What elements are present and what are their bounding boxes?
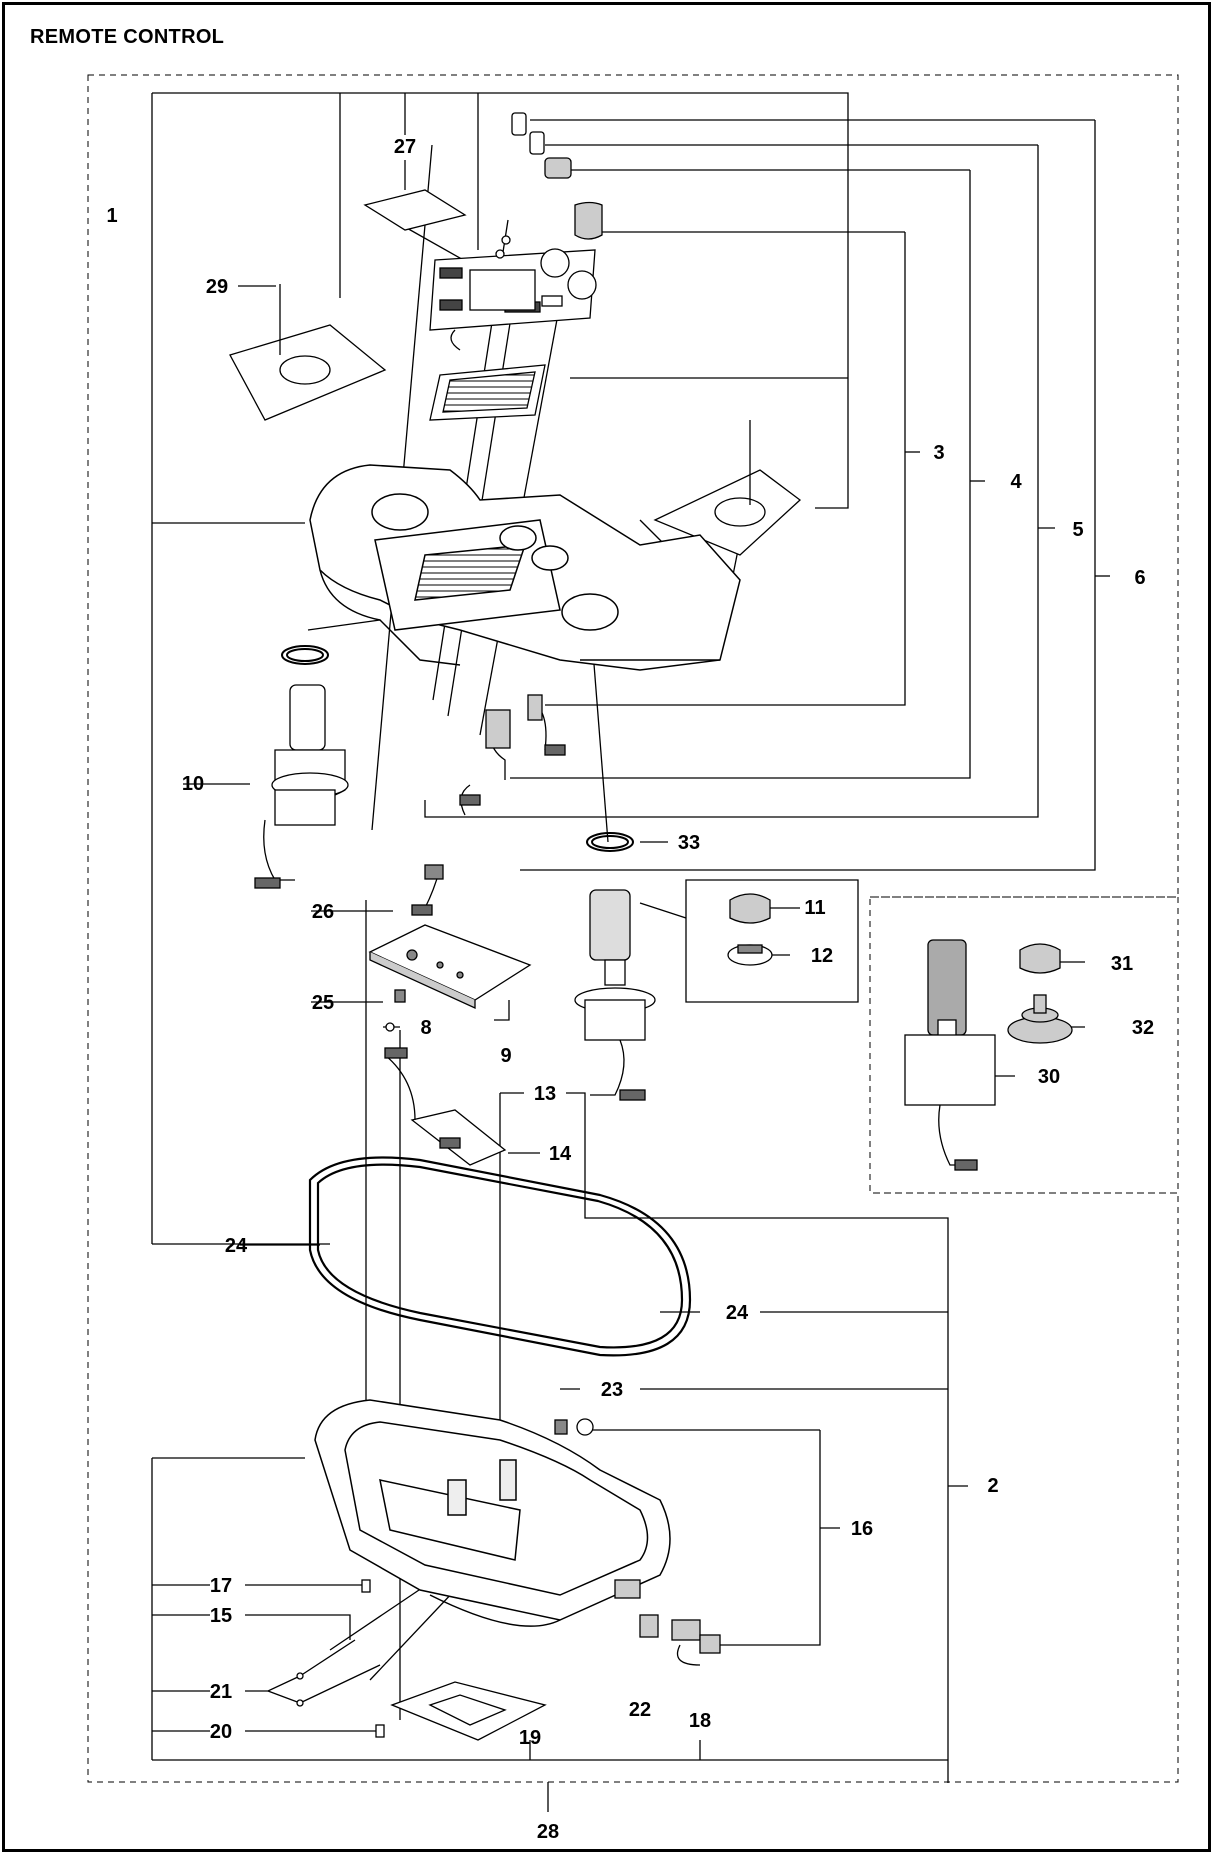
callout-8: 8 (420, 1017, 431, 1039)
callout-29: 29 (206, 276, 228, 298)
knob-11 (729, 893, 771, 924)
callout-22: 22 (629, 1699, 651, 1721)
callout-4: 4 (1010, 471, 1022, 493)
callout-24-upper: 24 (225, 1235, 248, 1257)
callout-5: 5 (1072, 519, 1083, 541)
callout-30: 30 (1038, 1066, 1060, 1088)
joystick-10 (254, 684, 349, 889)
callout-12: 12 (811, 945, 833, 967)
wiring-harnesses (411, 694, 566, 916)
callout-25: 25 (312, 992, 334, 1014)
leader-lines (151, 92, 1110, 1812)
callout-10: 10 (182, 773, 204, 795)
connectors-16 (614, 1579, 721, 1666)
callout-9: 9 (500, 1045, 511, 1067)
diagram-title: REMOTE CONTROL (30, 26, 225, 48)
callout-14: 14 (549, 1143, 572, 1165)
knob-caps (495, 112, 603, 259)
callout-3: 3 (933, 442, 944, 464)
callout-11: 11 (804, 897, 825, 919)
callout-labels: 1 2 3 4 5 6 8 9 10 11 12 13 14 15 16 17 … (106, 136, 1154, 1843)
callout-32: 32 (1132, 1017, 1154, 1039)
joystick-right (574, 889, 656, 1101)
callout-26: 26 (312, 901, 334, 923)
lower-housing (314, 1399, 671, 1627)
dashed-boundaries (87, 74, 1179, 1783)
callout-13: 13 (534, 1083, 556, 1105)
kit-boundary-30 (870, 896, 1179, 1194)
pcb-14 (384, 1047, 507, 1166)
boot-32 (1007, 994, 1073, 1044)
callout-20: 20 (210, 1721, 232, 1743)
cover-plate-19 (390, 1681, 547, 1741)
o-ring-left (281, 645, 329, 665)
joystick-kit-30 (904, 939, 996, 1171)
knob-31 (1019, 943, 1061, 974)
kit-boundary-28 (87, 74, 1179, 1783)
callout-31: 31 (1111, 953, 1133, 975)
cover-plate-left (229, 284, 387, 421)
callout-17: 17 (210, 1575, 232, 1597)
callout-18: 18 (689, 1710, 711, 1732)
callout-16: 16 (851, 1518, 873, 1540)
callout-19: 19 (519, 1727, 541, 1749)
screws (296, 1579, 385, 1738)
upper-housing (309, 464, 741, 671)
knob-12 (727, 944, 773, 966)
display-window (429, 364, 546, 421)
o-ring-33 (586, 832, 634, 852)
callout-21: 21 (210, 1681, 232, 1703)
pcb-9 (368, 924, 532, 1032)
callout-24-lower: 24 (726, 1302, 749, 1324)
label-plate-27 (363, 189, 467, 231)
callout-28: 28 (537, 1821, 559, 1843)
cover-plate-right (653, 420, 802, 556)
callout-2: 2 (987, 1475, 998, 1497)
parts-23 (554, 1418, 594, 1436)
callout-23: 23 (601, 1379, 623, 1401)
callout-6: 6 (1134, 567, 1145, 589)
callout-27: 27 (394, 136, 416, 158)
callout-1: 1 (106, 205, 117, 227)
gasket-24 (308, 1156, 692, 1357)
control-panel-plate (429, 248, 597, 351)
callout-15: 15 (210, 1605, 232, 1627)
callout-33: 33 (678, 832, 700, 854)
